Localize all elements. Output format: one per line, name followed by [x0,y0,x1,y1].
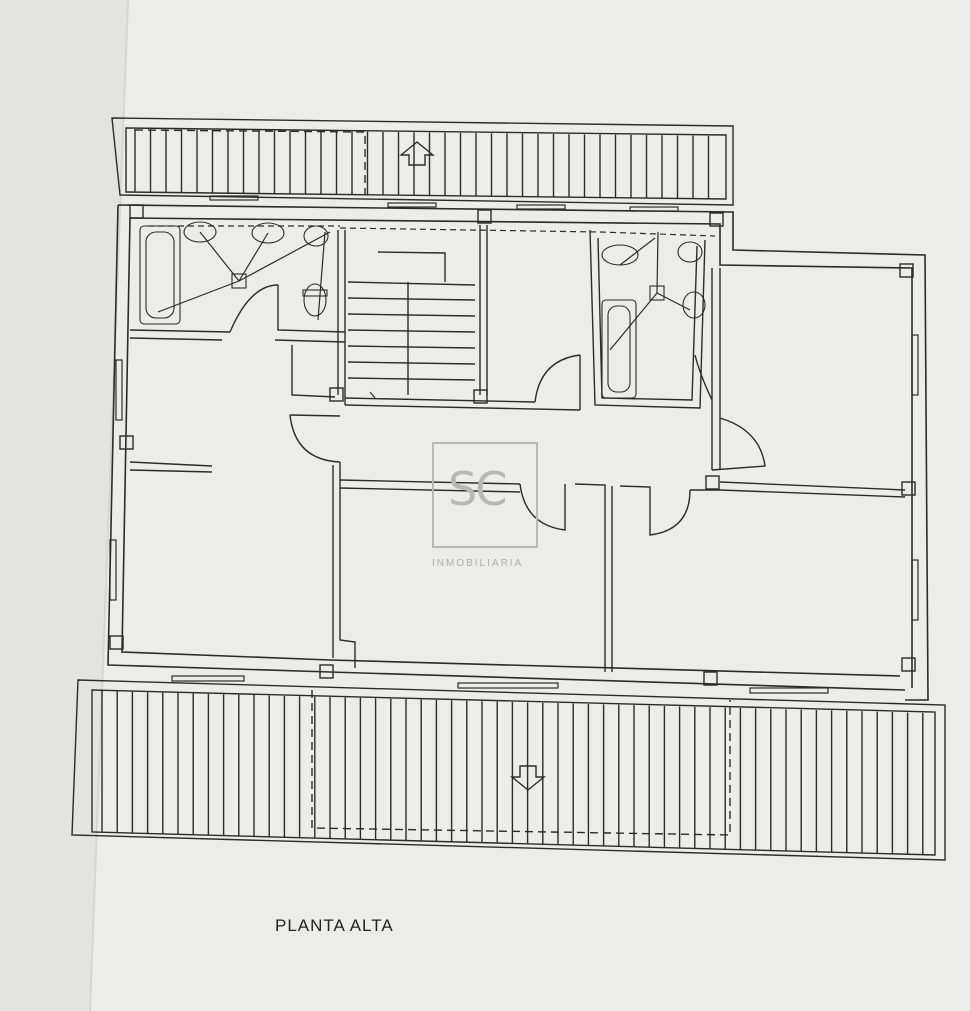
watermark-letters: SC [448,462,507,516]
roof-bottom-ribs [101,691,924,855]
plumbing-lines [148,225,716,399]
drain-left [231,273,247,289]
roof-top-band [111,117,734,206]
watermark-subtitle: INMOBILIARIA [432,558,524,569]
bidet-right [677,241,703,263]
arrow-up-icon [399,141,435,166]
toilet-right [682,291,706,319]
sink-left-2 [251,222,285,244]
plan-title: PLANTA ALTA [275,916,394,935]
interior-walls [129,225,906,672]
toilet-left [303,283,327,317]
bathtub-right [601,299,637,399]
watermark-logo [432,442,538,548]
arrow-down-icon [510,765,546,791]
roof-top-ribs [134,129,710,199]
sink-left-1 [183,221,217,243]
columns [109,204,916,686]
roof-bottom-band [71,679,946,861]
bidet-left [303,225,329,247]
paper-sheet [90,0,970,1011]
windows [109,195,919,694]
